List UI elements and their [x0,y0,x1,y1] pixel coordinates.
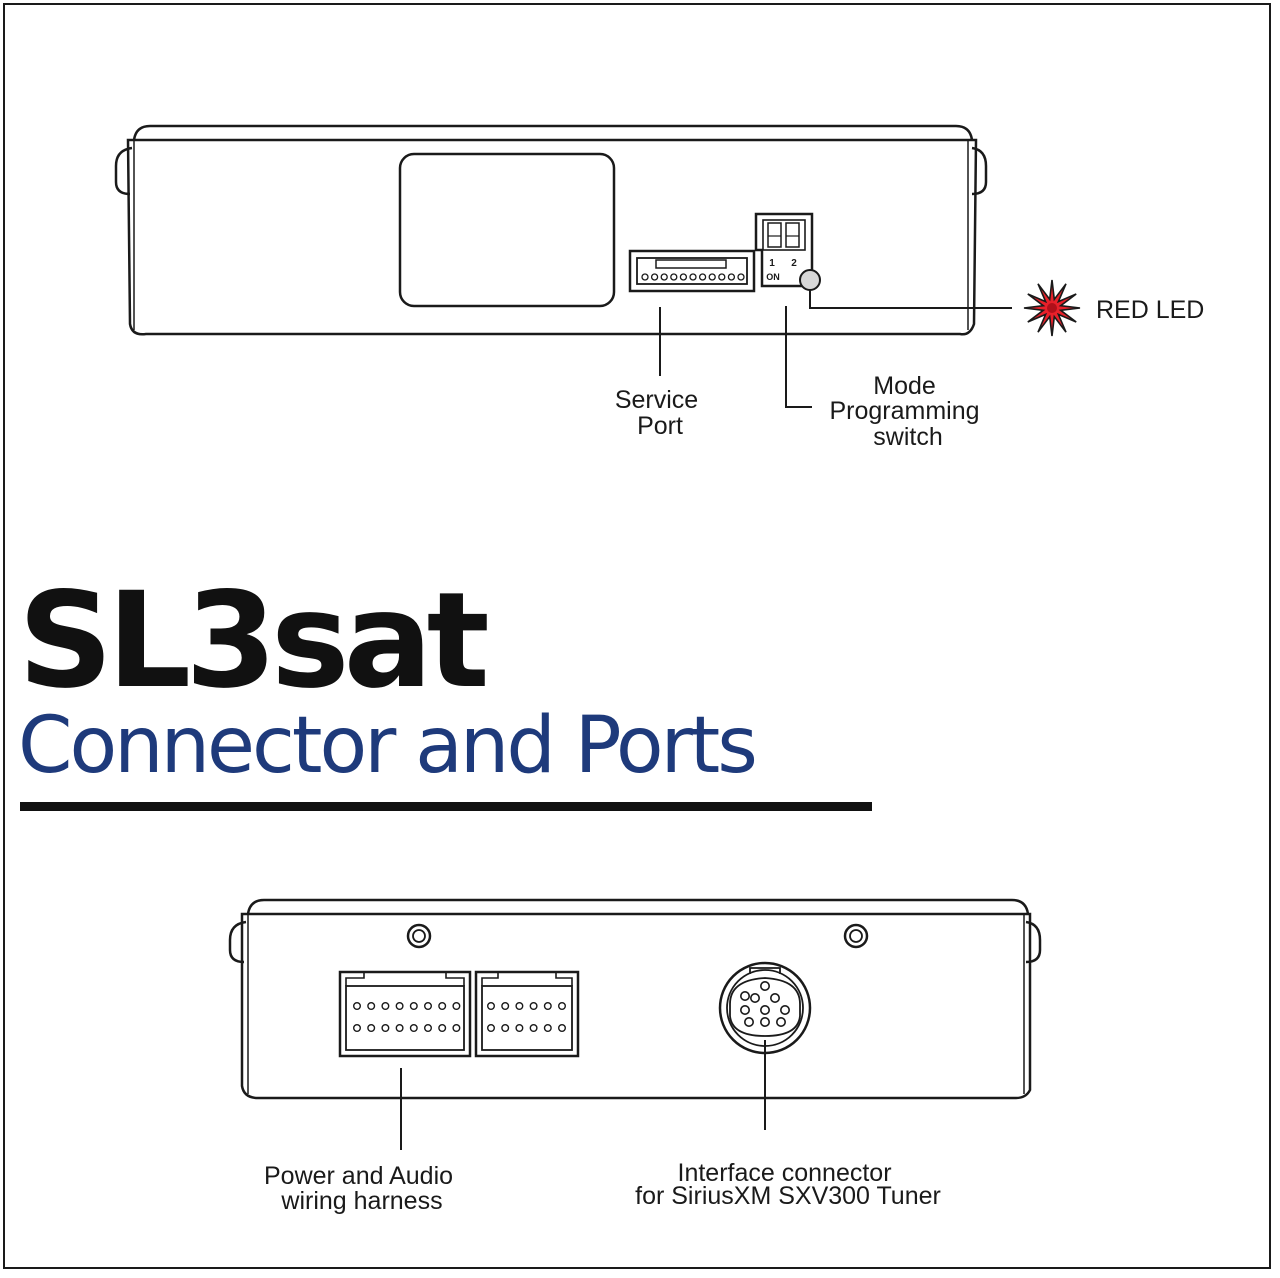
interface-label-line1: Interface connector [678,1159,892,1187]
mode-switch-label-line2: Programming [829,397,979,425]
bottom-device-right-tab [1025,920,1042,964]
switch-mark-pos2: 2 [791,258,797,269]
harness-pin [367,1023,376,1032]
harness-pin [452,1023,461,1032]
harness-pin [501,1023,510,1032]
title-underline [20,802,872,811]
harness-pin [353,1023,362,1032]
top-device-label-window [398,152,616,308]
harness-pin [529,1002,538,1011]
page-title: SL3sat [18,564,488,718]
service-port-pin [727,273,736,281]
service-port-pin [679,273,688,281]
harness-pin [529,1023,538,1032]
din-pin [749,992,760,1003]
top-device [114,124,988,336]
switch-mark-on: ON [766,272,780,282]
top-device-right-tab [971,146,988,196]
led-indicator [799,269,821,291]
harness-pin [501,1002,510,1011]
service-port-pin [641,273,649,281]
service-port-pin [660,273,668,281]
service-port [628,249,756,293]
harness-pin [438,1002,447,1011]
interface-din-connector [718,961,812,1055]
red-led-burst-icon [1023,279,1081,337]
harness-pin [487,1002,496,1011]
service-port-pin [689,273,697,281]
switch-mark-pos1: 1 [769,258,775,269]
power-audio-harness-connector [338,970,580,1058]
service-port-pin [670,273,678,281]
service-port-label: Service Port [615,386,705,440]
mode-programming-switch [754,212,814,288]
harness-pin [543,1002,552,1011]
harness-pin [515,1023,524,1032]
din-pin [759,1004,770,1015]
bottom-device-lip [246,898,1030,915]
din-pin [769,992,780,1003]
din-pin [739,990,750,1001]
service-port-label-line2: Port [637,412,683,440]
harness-pin [409,1023,418,1032]
bottom-device-left-tab [228,920,247,964]
mode-switch-label-line3: switch [873,423,942,451]
harness-pin [558,1002,567,1011]
mode-switch-leader [785,306,812,408]
red-led-label: RED LED [1096,296,1204,324]
din-pin [743,1016,754,1027]
harness-pin [487,1023,496,1032]
harness-pin [424,1002,433,1011]
bottom-leader-lines [400,1040,766,1150]
din-pin [759,1016,770,1027]
harness-pin [424,1023,433,1032]
service-port-pin [718,273,726,281]
mode-switch-label: Mode Programming switch [829,372,986,451]
harness-label-line2: wiring harness [280,1187,442,1215]
din-pin [739,1004,750,1015]
top-leader-lines [659,290,1012,408]
harness-pin [367,1002,376,1011]
harness-pin [395,1002,404,1011]
top-device-body [126,138,978,336]
interface-label: Interface connector for SiriusXM SXV300 … [635,1159,941,1210]
mode-switch-label-line1: Mode [873,372,936,400]
service-port-pin [698,273,707,281]
din-pin [759,980,770,991]
bottom-device [228,898,1042,1100]
harness-pin [409,1002,418,1011]
harness-pin [543,1023,552,1032]
harness-pin [381,1002,390,1011]
page-subtitle: Connector and Ports [18,701,755,791]
harness-pin [395,1023,404,1032]
service-port-pin [737,273,745,281]
screw-hole-left [406,923,432,949]
service-port-label-line1: Service [615,386,698,414]
harness-pin [515,1002,524,1011]
service-port-pin [708,273,716,281]
harness-label-line1: Power and Audio [264,1162,453,1190]
bottom-device-body [240,912,1032,1100]
screw-hole-right [843,923,869,949]
harness-pin [381,1023,390,1032]
din-pin [775,1016,786,1027]
harness-pin [452,1002,461,1011]
harness-label: Power and Audio wiring harness [264,1162,460,1215]
top-device-lip [132,124,974,141]
service-port-pin [650,273,659,281]
interface-label-line2: for SiriusXM SXV300 Tuner [635,1182,941,1210]
outer-frame [3,3,1271,1269]
harness-pin [438,1023,447,1032]
red-led-leader [809,290,1012,309]
din-pin [779,1004,790,1015]
top-device-left-tab [114,146,133,196]
harness-pin [353,1002,362,1011]
harness-pin [558,1023,567,1032]
